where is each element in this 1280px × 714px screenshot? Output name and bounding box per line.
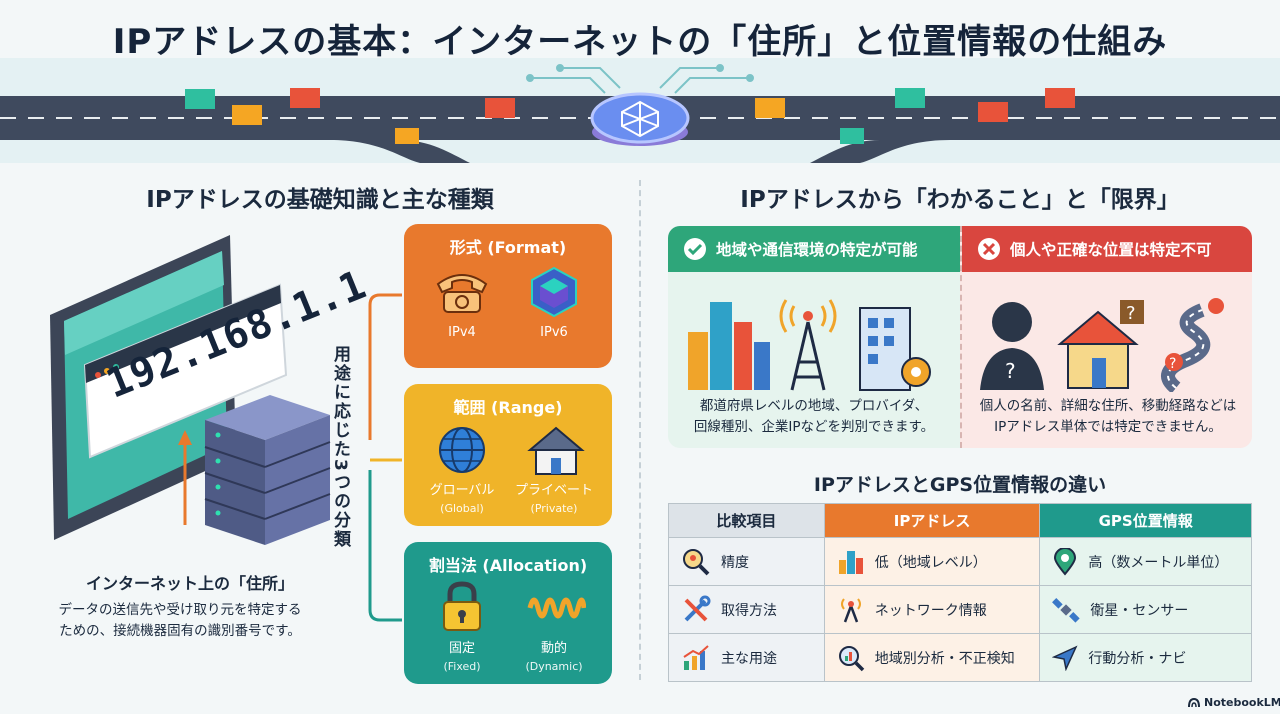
server-icon — [204, 395, 331, 545]
can-identify-text-2: 回線種別、企業IPなどを判別できます。 — [693, 419, 935, 435]
tools-icon — [684, 595, 711, 621]
fixed-sublabel: (Fixed) — [443, 660, 481, 673]
telephone-icon — [436, 274, 488, 313]
private-sublabel: (Private) — [530, 502, 578, 515]
address-caption: インターネット上の「住所」 — [85, 574, 294, 593]
comparison-title: IPアドレスとGPS位置情報の違い — [813, 474, 1107, 496]
spring-icon — [527, 597, 586, 619]
table-row: 主な用途 地域別分析・不正検知 行動分析・ナビ — [668, 633, 1252, 682]
location-pin-icon — [1054, 547, 1077, 576]
page-title: IPアドレスの基本：インターネットの「住所」と位置情報の仕組み — [112, 22, 1168, 62]
cannot-identify-heading: 個人や正確な位置は特定不可 — [1010, 241, 1212, 259]
svg-text:?: ? — [1126, 303, 1136, 324]
address-description-2: ための、接続機器固有の識別番号です。 — [59, 623, 301, 639]
magnifier-pin-icon — [683, 548, 710, 575]
office-building-icon — [859, 307, 931, 391]
row-gps-accuracy: 高（数メートル単位） — [1088, 554, 1229, 571]
svg-text:?: ? — [1005, 359, 1016, 383]
radio-tower-icon — [779, 299, 837, 391]
ipv6-label: IPv6 — [540, 325, 568, 340]
device-server-illustration — [50, 235, 331, 545]
brand-label: NotebookLM — [1204, 696, 1280, 709]
check-icon — [684, 238, 706, 260]
can-identify-text-1: 都道府県レベルの地域、プロバイダ、 — [699, 398, 929, 414]
table-row: 取得方法 ネットワーク情報 衛星・センサー — [668, 585, 1252, 634]
range-card: 範囲 (Range) グローバル (Global) プライベート (Privat… — [404, 384, 612, 526]
cannot-identify-text-2: IPアドレス単体では特定できません。 — [994, 419, 1222, 435]
allocation-card: 割当法 (Allocation) 固定 (Fixed) 動的 (Dynamic) — [404, 542, 612, 684]
anonymous-person-icon: ? — [980, 302, 1044, 390]
classification-vertical-label: 用途に応じた3つの分類 — [330, 345, 350, 549]
range-card-title: 範囲 (Range) — [453, 398, 563, 417]
right-section-title: IPアドレスから「わかること」と「限界」 — [740, 187, 1180, 213]
ip-gps-comparison-table: 比較項目 IPアドレス GPS位置情報 精度 低（地域レベル） 高（数メートル単… — [668, 503, 1252, 682]
can-identify-panel: 地域や通信環境の特定が可能 都道府県レベルの地域、プロバイダ、 回線種別、企業I… — [668, 226, 960, 448]
growth-chart-icon — [683, 644, 709, 670]
row-gps-method: 衛星・センサー — [1090, 602, 1189, 619]
cannot-identify-text-1: 個人の名前、詳細な住所、移動経路などは — [979, 398, 1237, 414]
allocation-card-title: 割当法 (Allocation) — [428, 556, 588, 575]
dynamic-sublabel: (Dynamic) — [525, 660, 583, 673]
route-icon: ? — [1161, 298, 1224, 392]
private-label: プライベート — [514, 483, 593, 498]
satellite-icon — [1052, 597, 1081, 623]
notebooklm-logo-icon — [1188, 697, 1200, 707]
fixed-label: 固定 — [448, 641, 475, 656]
header-ip: IPアドレス — [823, 503, 1041, 538]
row-ip-usage: 地域別分析・不正検知 — [874, 650, 1015, 667]
format-card: 形式 (Format) IPv4 IPv6 — [404, 224, 612, 368]
table-header-row: 比較項目 IPアドレス GPS位置情報 — [668, 503, 1252, 538]
person-house-route-icons: ? ? ? — [980, 298, 1224, 392]
cross-icon — [978, 238, 1000, 260]
row-item-accuracy: 精度 — [721, 554, 749, 571]
city-icon — [688, 302, 770, 390]
house-icon — [527, 426, 585, 475]
row-ip-accuracy: 低（地域レベル） — [874, 554, 987, 571]
category-connectors — [368, 293, 402, 622]
svg-text:?: ? — [1169, 356, 1176, 372]
left-section-title: IPアドレスの基礎知識と主な種類 — [146, 187, 494, 213]
can-identify-heading: 地域や通信環境の特定が可能 — [716, 241, 918, 259]
dynamic-label: 動的 — [540, 641, 567, 656]
section-divider — [639, 180, 641, 680]
global-label: グローバル — [429, 483, 495, 498]
magnifier-chart-icon — [838, 645, 864, 671]
city-small-icon — [838, 550, 863, 574]
address-description-1: データの送信先や受け取り元を特定する — [58, 602, 302, 618]
city-tower-building-icons — [688, 299, 931, 391]
padlock-icon — [443, 581, 481, 631]
house-question-icon: ? — [1057, 300, 1144, 389]
row-gps-usage: 行動分析・ナビ — [1088, 650, 1187, 667]
network-road-banner — [0, 58, 1280, 163]
notebooklm-brand: NotebookLM — [1188, 696, 1280, 709]
globe-icon — [439, 427, 485, 473]
format-card-title: 形式 (Format) — [449, 238, 567, 257]
row-ip-method: ネットワーク情報 — [874, 602, 987, 619]
navigation-arrow-icon — [1052, 644, 1078, 671]
cannot-identify-panel: 個人や正確な位置は特定不可 ? ? ? 個人の名前、詳細な住所、移動経路などは … — [960, 226, 1252, 448]
row-item-method: 取得方法 — [721, 602, 777, 619]
mail-packet-icons — [185, 88, 1075, 144]
cube-icon — [531, 266, 577, 318]
table-row: 精度 低（地域レベル） 高（数メートル単位） — [668, 537, 1252, 586]
header-gps: GPS位置情報 — [1039, 503, 1252, 538]
antenna-icon — [840, 597, 861, 622]
header-item: 比較項目 — [668, 503, 825, 538]
global-sublabel: (Global) — [440, 502, 484, 515]
ipv4-label: IPv4 — [448, 325, 476, 340]
row-item-usage: 主な用途 — [721, 650, 777, 667]
